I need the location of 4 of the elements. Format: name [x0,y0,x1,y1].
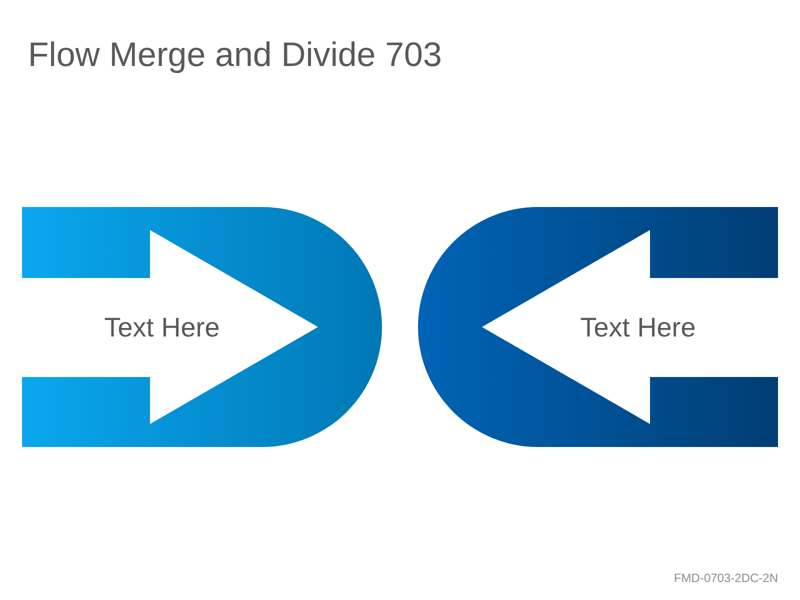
title: Flow Merge and Divide 703 [28,36,442,75]
node-text: Text Here [104,312,220,344]
footer-code: FMD-0703-2DC-2N [674,571,778,585]
node-text: Text Here [580,312,696,344]
